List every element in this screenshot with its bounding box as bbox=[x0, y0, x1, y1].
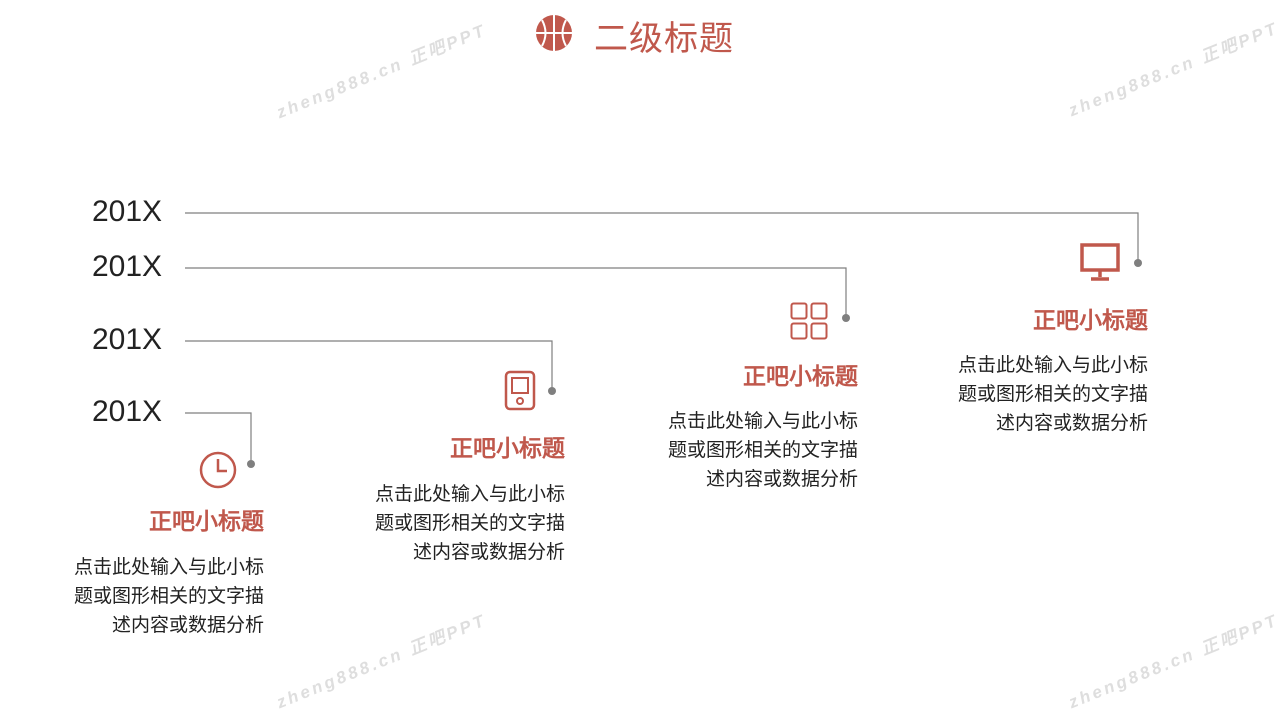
item-description: 点击此处输入与此小标题或图形相关的文字描述内容或数据分析 bbox=[374, 483, 565, 563]
item-subtitle: 正吧小标题 bbox=[450, 436, 565, 462]
timeline-year: 201X bbox=[92, 395, 163, 428]
timeline-year: 201X bbox=[92, 323, 163, 356]
item-description: 点击此处输入与此小标题或图形相关的文字描述内容或数据分析 bbox=[73, 556, 264, 636]
basketball-icon bbox=[535, 14, 573, 52]
timeline-year: 201X bbox=[92, 250, 163, 283]
item-description: 点击此处输入与此小标题或图形相关的文字描述内容或数据分析 bbox=[957, 354, 1148, 434]
item-subtitle: 正吧小标题 bbox=[149, 509, 264, 535]
monitor-icon bbox=[1080, 242, 1120, 282]
item-subtitle: 正吧小标题 bbox=[1033, 308, 1148, 334]
item-subtitle: 正吧小标题 bbox=[743, 364, 858, 390]
timeline-year: 201X bbox=[92, 195, 163, 228]
item-description: 点击此处输入与此小标题或图形相关的文字描述内容或数据分析 bbox=[667, 410, 858, 490]
grid-icon bbox=[790, 302, 828, 340]
page-title: 二级标题 bbox=[594, 19, 734, 59]
tablet-icon bbox=[503, 370, 537, 412]
clock-icon bbox=[198, 450, 238, 490]
